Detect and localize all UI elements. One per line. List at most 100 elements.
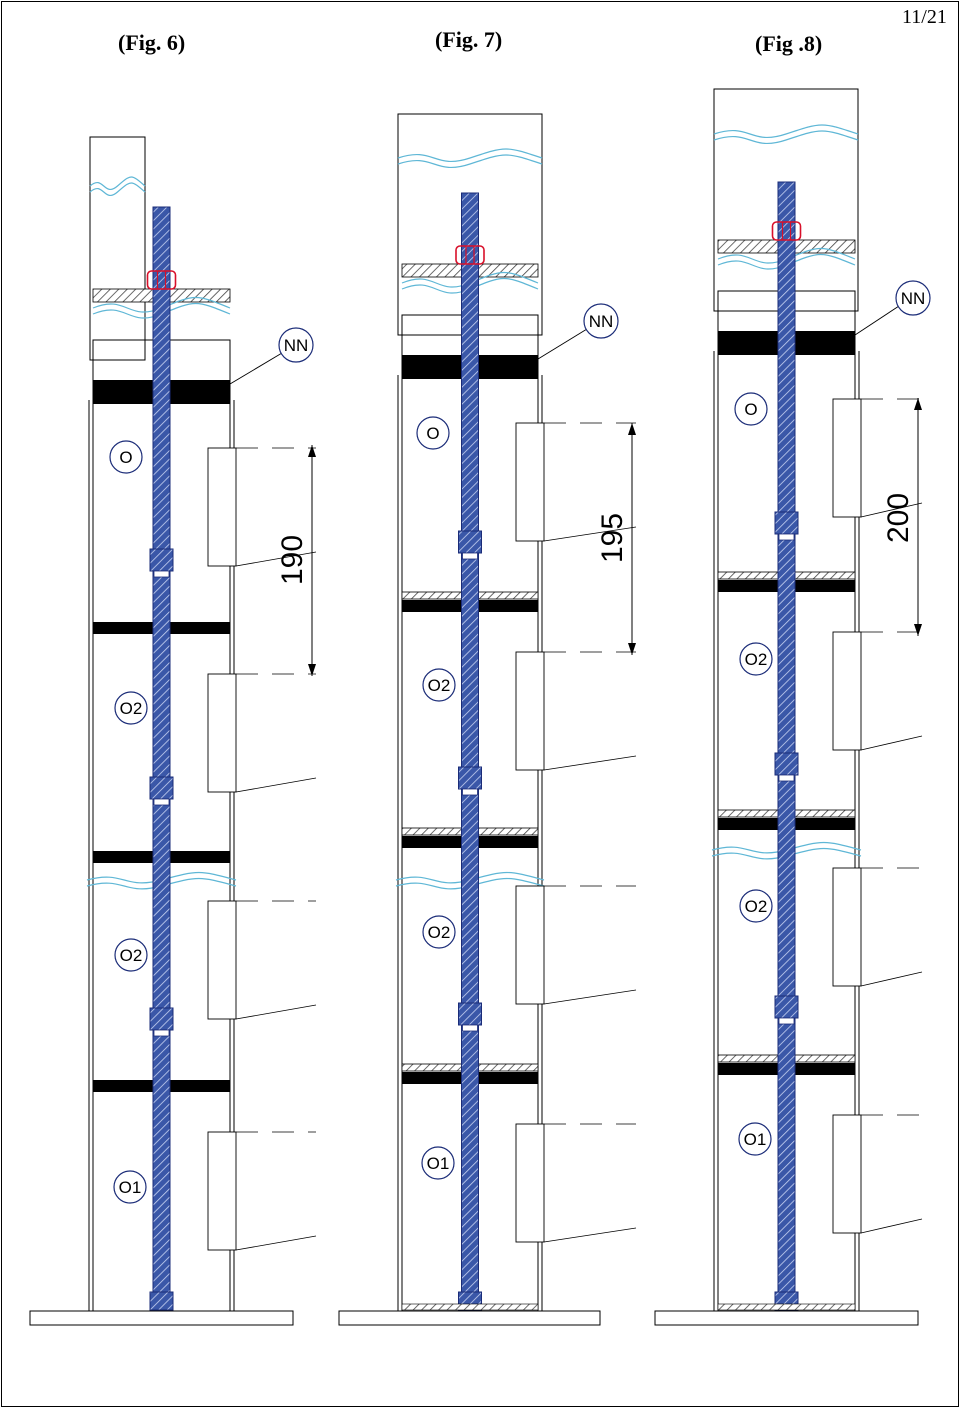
label-nn: NN bbox=[589, 312, 614, 331]
nn-leader-line bbox=[854, 305, 900, 336]
label-mid1: O2 bbox=[428, 676, 451, 695]
label-nn: NN bbox=[901, 289, 926, 308]
window-sill-line bbox=[543, 1227, 637, 1243]
window-frame bbox=[207, 1131, 237, 1251]
coupler-sleeve bbox=[774, 752, 799, 776]
window-sill-line bbox=[860, 1218, 923, 1234]
coupler-sleeve bbox=[149, 1007, 174, 1031]
dimension-arrow-top bbox=[308, 445, 316, 457]
label-mid2-circle bbox=[739, 889, 773, 923]
window-frame bbox=[832, 631, 862, 751]
coupler-sleeve bbox=[774, 995, 799, 1019]
window-sill-line bbox=[543, 755, 637, 771]
cap-wave-2 bbox=[397, 154, 543, 169]
label-mid2: O2 bbox=[745, 897, 768, 916]
foundation-base bbox=[338, 1310, 601, 1326]
window-frame bbox=[515, 651, 545, 771]
window-sill-line bbox=[235, 1004, 317, 1020]
window-sill-line bbox=[235, 1235, 317, 1251]
window-sill-line bbox=[235, 551, 317, 567]
window-frame bbox=[207, 900, 237, 1020]
coupler-gap bbox=[462, 1024, 478, 1032]
coupler-gap bbox=[462, 788, 478, 796]
tension-nut bbox=[455, 245, 485, 265]
label-upper: O bbox=[119, 448, 132, 467]
label-bottom-circle bbox=[738, 1122, 772, 1156]
label-mid1: O2 bbox=[120, 699, 143, 718]
coupler-sleeve bbox=[774, 511, 799, 535]
window-frame bbox=[832, 867, 862, 987]
coupler-gap bbox=[778, 533, 795, 541]
label-mid2: O2 bbox=[120, 946, 143, 965]
label-upper: O bbox=[426, 424, 439, 443]
coupler-gap bbox=[778, 1017, 795, 1025]
foundation-base bbox=[654, 1310, 919, 1326]
foundation-base bbox=[29, 1310, 294, 1326]
dimension-value: 190 bbox=[276, 535, 309, 585]
label-mid1-circle bbox=[114, 691, 148, 725]
dimension-arrow-bottom bbox=[914, 624, 922, 636]
label-upper-circle bbox=[109, 440, 143, 474]
label-mid2-circle bbox=[422, 915, 456, 949]
coupler-sleeve bbox=[458, 766, 482, 790]
window-frame bbox=[515, 422, 545, 542]
label-nn-circle bbox=[583, 303, 619, 339]
label-bottom: O1 bbox=[744, 1130, 767, 1149]
label-nn-circle bbox=[895, 280, 931, 316]
window-sill-line bbox=[543, 989, 637, 1005]
label-mid2-circle bbox=[114, 938, 148, 972]
label-bottom-circle bbox=[421, 1146, 455, 1180]
dimension-value: 195 bbox=[596, 513, 629, 563]
window-frame bbox=[832, 398, 862, 518]
cap-wave-2 bbox=[713, 130, 859, 145]
cap-wave bbox=[713, 124, 859, 139]
nn-leader-line bbox=[537, 328, 588, 360]
dimension-value: 200 bbox=[882, 493, 915, 543]
coupler-sleeve bbox=[458, 1002, 482, 1026]
window-frame bbox=[515, 1123, 545, 1243]
dimension-arrow-top bbox=[628, 423, 636, 435]
threaded-rod bbox=[777, 181, 796, 1312]
dimension-arrow-bottom bbox=[628, 643, 636, 655]
label-mid1-circle bbox=[422, 668, 456, 702]
label-nn: NN bbox=[284, 336, 309, 355]
tension-nut bbox=[771, 221, 802, 241]
cap-block bbox=[89, 136, 146, 361]
bottom-anchor bbox=[149, 1291, 174, 1311]
base-hatch bbox=[401, 1303, 539, 1311]
label-mid1-circle bbox=[739, 642, 773, 676]
label-bottom-circle bbox=[113, 1170, 147, 1204]
coupler-gap bbox=[462, 552, 478, 560]
cap-wave bbox=[89, 176, 146, 190]
tension-nut bbox=[146, 270, 177, 290]
coupler-gap bbox=[153, 798, 170, 806]
label-upper-circle bbox=[734, 392, 768, 426]
window-frame bbox=[207, 673, 237, 793]
label-upper-circle bbox=[416, 416, 450, 450]
window-frame bbox=[515, 885, 545, 1005]
coupler-sleeve bbox=[149, 776, 174, 800]
coupler-gap bbox=[153, 570, 170, 578]
label-mid2: O2 bbox=[428, 923, 451, 942]
coupler-gap bbox=[778, 774, 795, 782]
cap-wave-2 bbox=[89, 182, 146, 196]
label-nn-circle bbox=[278, 327, 314, 363]
label-mid1: O2 bbox=[745, 650, 768, 669]
threaded-rod bbox=[152, 206, 171, 1312]
label-bottom: O1 bbox=[427, 1154, 450, 1173]
window-sill-line bbox=[235, 777, 317, 793]
cap-wave bbox=[397, 148, 543, 163]
figure-6-title: (Fig. 6) bbox=[118, 30, 186, 55]
figure-7-title: (Fig. 7) bbox=[435, 27, 503, 52]
coupler-sleeve bbox=[458, 530, 482, 554]
dimension-arrow-bottom bbox=[308, 664, 316, 676]
coupler-sleeve bbox=[149, 548, 174, 572]
window-sill-line bbox=[860, 735, 923, 751]
window-frame bbox=[832, 1114, 862, 1234]
